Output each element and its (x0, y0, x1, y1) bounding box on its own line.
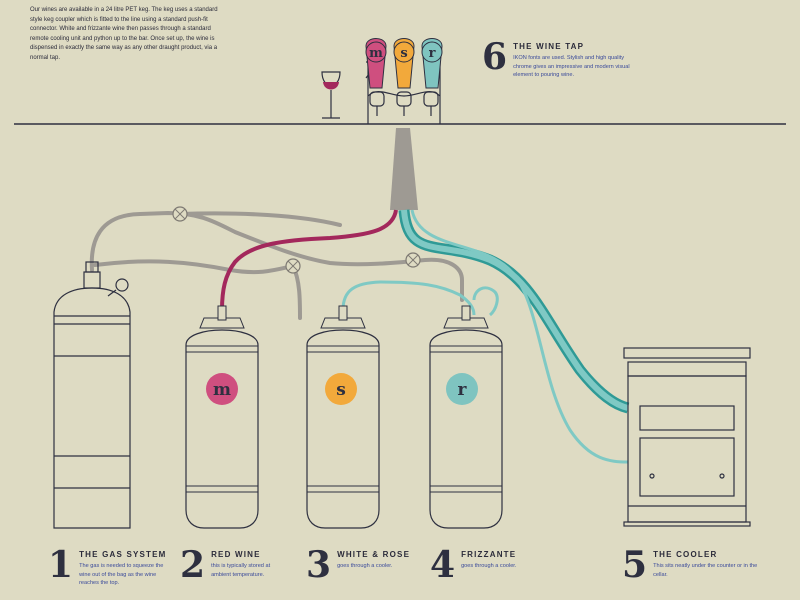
keg-badge-label: r (458, 380, 468, 400)
keg-frizzante: r (429, 305, 503, 529)
step-title: WHITE & ROSE (337, 550, 411, 559)
step-number: 5 (622, 544, 648, 586)
intro-text: Our wines are available in a 24 litre PE… (30, 7, 218, 61)
step-number: 3 (306, 544, 332, 586)
step-description: goes through a cooler. (461, 563, 517, 569)
wine-glass-icon (321, 71, 341, 119)
step-title: RED WINE (211, 550, 261, 559)
step-title: THE GAS SYSTEM (79, 550, 167, 559)
keg-white-rose: s (306, 305, 380, 529)
step-description: goes through a cooler. (337, 563, 393, 569)
pressure-gauge-icon (115, 278, 129, 292)
step-cooler: 5 THE COOLER This sits neatly under the … (622, 544, 762, 586)
tap-handles: m s r (365, 38, 443, 89)
teal-wine-lines (341, 209, 630, 464)
step-number: 1 (48, 544, 74, 586)
red-wine-line (220, 209, 398, 311)
step-gas-system: 1 THE GAS SYSTEM The gas is needed to sq… (48, 544, 168, 588)
gas-pipes (89, 210, 464, 320)
step-title: THE COOLER (653, 550, 718, 559)
keg-badge-label: s (336, 380, 346, 400)
step-title: FRIZZANTE (461, 550, 517, 559)
keg-badge (206, 373, 238, 405)
step-number: 2 (180, 544, 206, 586)
step-description: IKON fonts are used. Stylish and high qu… (513, 55, 630, 79)
tap-handle-label: s (400, 46, 407, 61)
step-white-rose: 3 WHITE & ROSE goes through a cooler. (306, 544, 426, 586)
step-wine-tap: 6 THE WINE TAP IKON fonts are used. Styl… (482, 36, 642, 80)
tap-handle-label: r (429, 46, 436, 61)
step-title: THE WINE TAP (513, 42, 585, 51)
step-number: 4 (430, 544, 456, 586)
step-description: The gas is needed to squeeze the wine ou… (79, 563, 164, 587)
keg-badge (446, 373, 478, 405)
step-frizzante: 4 FRIZZANTE goes through a cooler. (430, 544, 550, 586)
keg-badge (325, 373, 357, 405)
step-description: this is typically stored at ambient temp… (211, 563, 271, 578)
gas-cylinder (53, 261, 131, 529)
python-funnel (390, 128, 418, 210)
cooler-unit (623, 347, 751, 527)
tap-handle-label: m (369, 46, 383, 61)
step-number: 6 (482, 36, 508, 78)
step-description: This sits neatly under the counter or in… (653, 563, 758, 578)
step-red-wine: 2 RED WINE this is typically stored at a… (180, 544, 290, 586)
keg-red-wine: m (185, 305, 259, 529)
wine-tap-tower (365, 61, 441, 124)
keg-badge-label: m (213, 380, 231, 400)
